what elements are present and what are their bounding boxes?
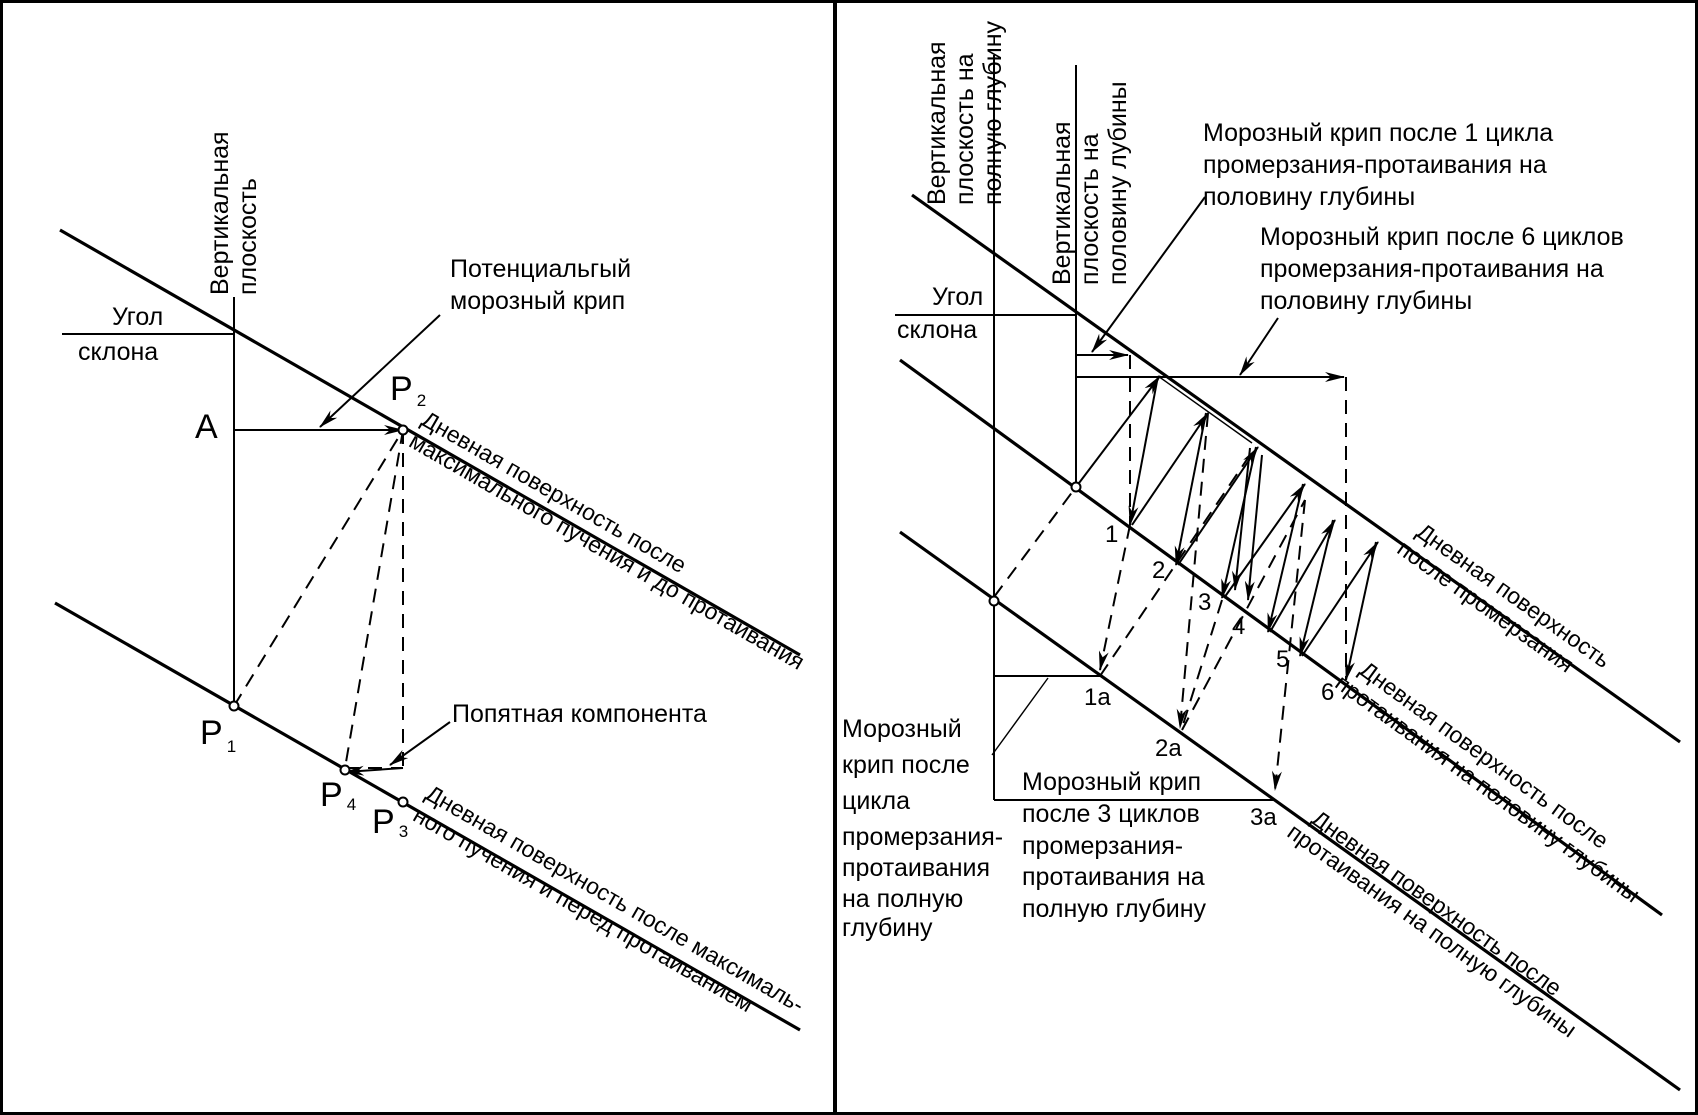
creep-1-half-label-1: Морозный крип после 1 цикла [1203,119,1553,147]
point-p2-marker [397,424,409,436]
surface-freeze-label: Дневная поверхность после промерзания [1393,514,1621,697]
creep-1-full-label: Морозный крип после цикла промерзания- п… [842,715,1010,942]
retrograde-pointer [389,721,451,766]
point-half-marker [1070,481,1082,493]
upper-surface-line [59,228,801,657]
cycle-number-3: 3 [1198,589,1211,616]
creep-6-half-label-3: половину глубины [1260,287,1472,315]
slope-angle-right-2: склона [897,316,977,344]
surface-thaw-half-line [899,358,1663,917]
vertical-full-label: Вертикальная плоскость на полную глубину [923,20,1007,205]
point-p1-marker [228,700,240,712]
point-p3-marker [397,796,409,808]
cycle-number-2: 2 [1152,557,1165,584]
creep-1-half-label-3: половину глубины [1203,183,1415,211]
creep-1-half-pointer [1091,196,1206,353]
full-label-3a: 3а [1250,804,1277,831]
slope-angle-label-1: Угол [112,303,163,331]
creep-1-half-label-2: промерзания-протаивания на [1203,151,1547,179]
right-panel: Вертикальная плоскость на полную глубину… [842,20,1681,1092]
dashed-p2-p4 [344,429,404,769]
cycle-number-6: 6 [1321,679,1334,706]
point-full-marker [988,595,1000,607]
potential-creep-label-1: Потенциальгый [450,255,631,283]
full-depth-dashes [993,412,1306,800]
point-a-label: A [195,408,218,446]
vertical-half-label: Вертикальная плоскость на половину лубин… [1048,81,1132,285]
retrograde-component-label: Попятная компонента [452,700,707,728]
lower-surface-line [54,601,801,1032]
upper-surface-label: Дневная поверхность после максимального … [405,406,821,675]
point-p4-marker [339,764,351,776]
surface-freeze-line [911,193,1681,744]
vertical-plane-label: Вертикальная плоскость [206,124,262,295]
cycle-number-1: 1 [1105,521,1118,548]
potential-creep-label-2: морозный крип [450,287,625,315]
creep-6-half-pointer [1239,317,1279,376]
retrograde-arrow [344,765,404,776]
slope-angle-right-1: Угол [932,283,983,311]
zigzag-cycles [1075,375,1379,681]
surface-thaw-full-line [899,530,1681,1092]
left-panel: Вертикальная плоскость Угол склона A Пот… [54,124,821,1032]
cycle-number-4: 4 [1232,613,1245,640]
creep-6-half-label-2: промерзания-протаивания на [1260,255,1604,283]
creep-6-half-label-1: Морозный крип после 6 циклов [1260,223,1624,251]
creep-3-full-label: Морозный крип после 3 циклов промерзания… [1022,768,1212,923]
cycle-number-5: 5 [1276,646,1289,673]
slope-angle-label-2: склона [78,338,158,366]
potential-creep-pointer [319,314,441,428]
dashed-p1-p2 [233,429,404,707]
full-label-2a: 2а [1155,735,1182,762]
full-label-1a: 1а [1084,684,1111,711]
creep-1-full-pointer [991,677,1049,756]
